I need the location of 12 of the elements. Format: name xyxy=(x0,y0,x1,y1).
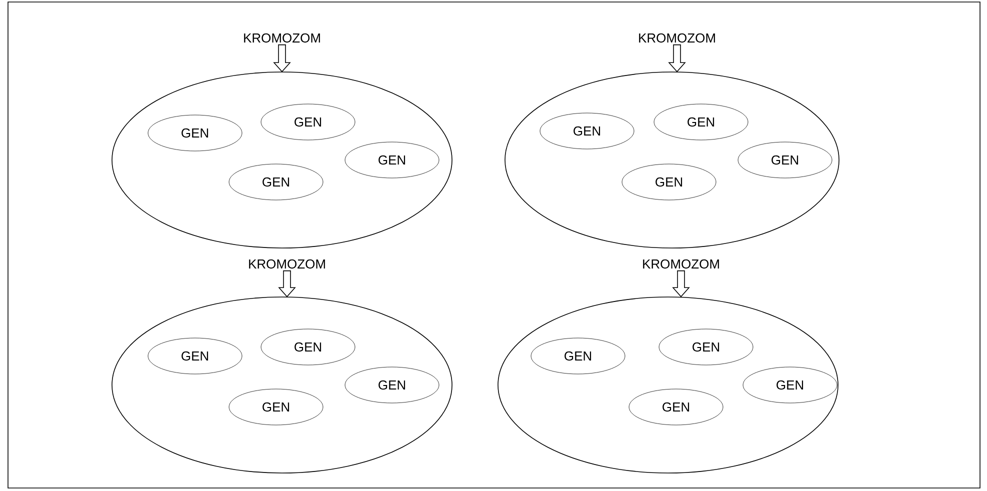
hollow-arrow xyxy=(672,270,690,298)
chromosome-label: KROMOZOM xyxy=(643,259,719,269)
chromosome-label: KROMOZOM xyxy=(249,259,325,269)
chromosome-label: KROMOZOM xyxy=(244,33,320,43)
chromosome-ellipse xyxy=(498,296,838,474)
chromosome-ellipse xyxy=(112,72,452,248)
hollow-arrow xyxy=(278,270,296,298)
chromosome-ellipse xyxy=(504,72,840,248)
chromosome-ellipse xyxy=(112,296,452,474)
hollow-arrow xyxy=(668,44,686,72)
chromosome-label: KROMOZOM xyxy=(639,33,715,43)
hollow-arrow xyxy=(273,44,291,72)
